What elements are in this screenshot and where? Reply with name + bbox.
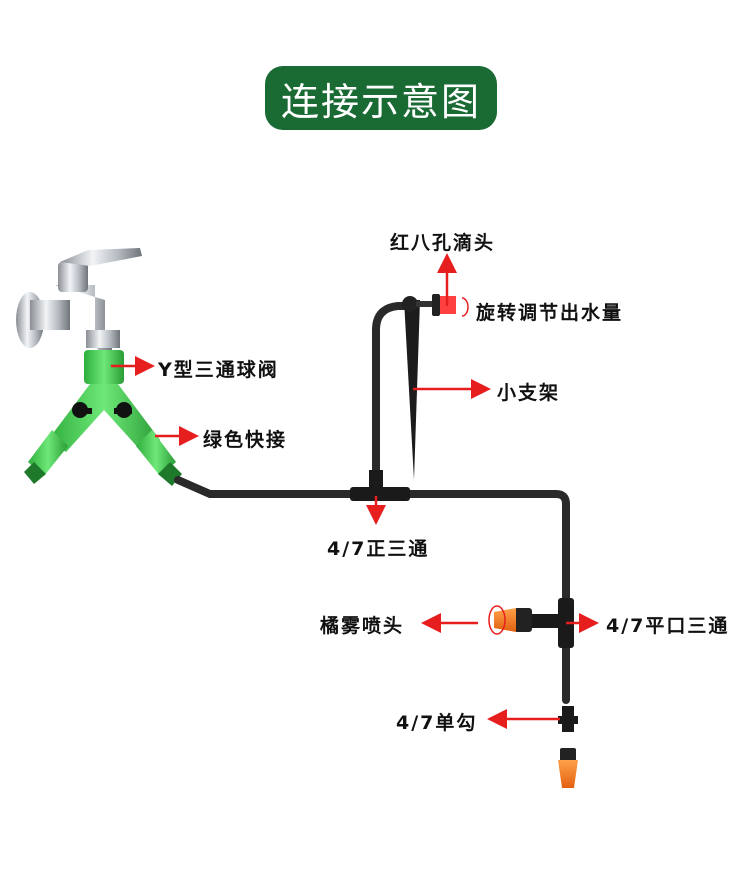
label-mist-nozzle: 橘雾喷头 [320, 615, 405, 637]
quick-connector-left [24, 430, 68, 484]
rotate-icon [461, 297, 469, 317]
y-valve [48, 350, 160, 452]
label-y-valve: Y型三通球阀 [158, 359, 279, 381]
faucet [16, 248, 142, 352]
page-title: 连接示意图 [280, 79, 481, 124]
callout-arrows [111, 253, 599, 729]
title-badge: 连接示意图 [265, 66, 497, 130]
label-tee: 4/7正三通 [327, 538, 430, 560]
label-quick-connector: 绿色快接 [203, 429, 288, 451]
bottom-nozzle [558, 760, 578, 788]
rotate-icon-2 [488, 605, 506, 635]
label-dripper: 红八孔滴头 [390, 232, 496, 254]
tee-fitting [350, 487, 410, 501]
label-rotate: 旋转调节出水量 [476, 302, 624, 324]
stake [404, 300, 420, 480]
label-single-hook: 4/7单勾 [396, 712, 478, 734]
label-flat-tee: 4/7平口三通 [606, 615, 730, 637]
label-stake: 小支架 [497, 382, 561, 404]
pipe-network [174, 302, 570, 704]
